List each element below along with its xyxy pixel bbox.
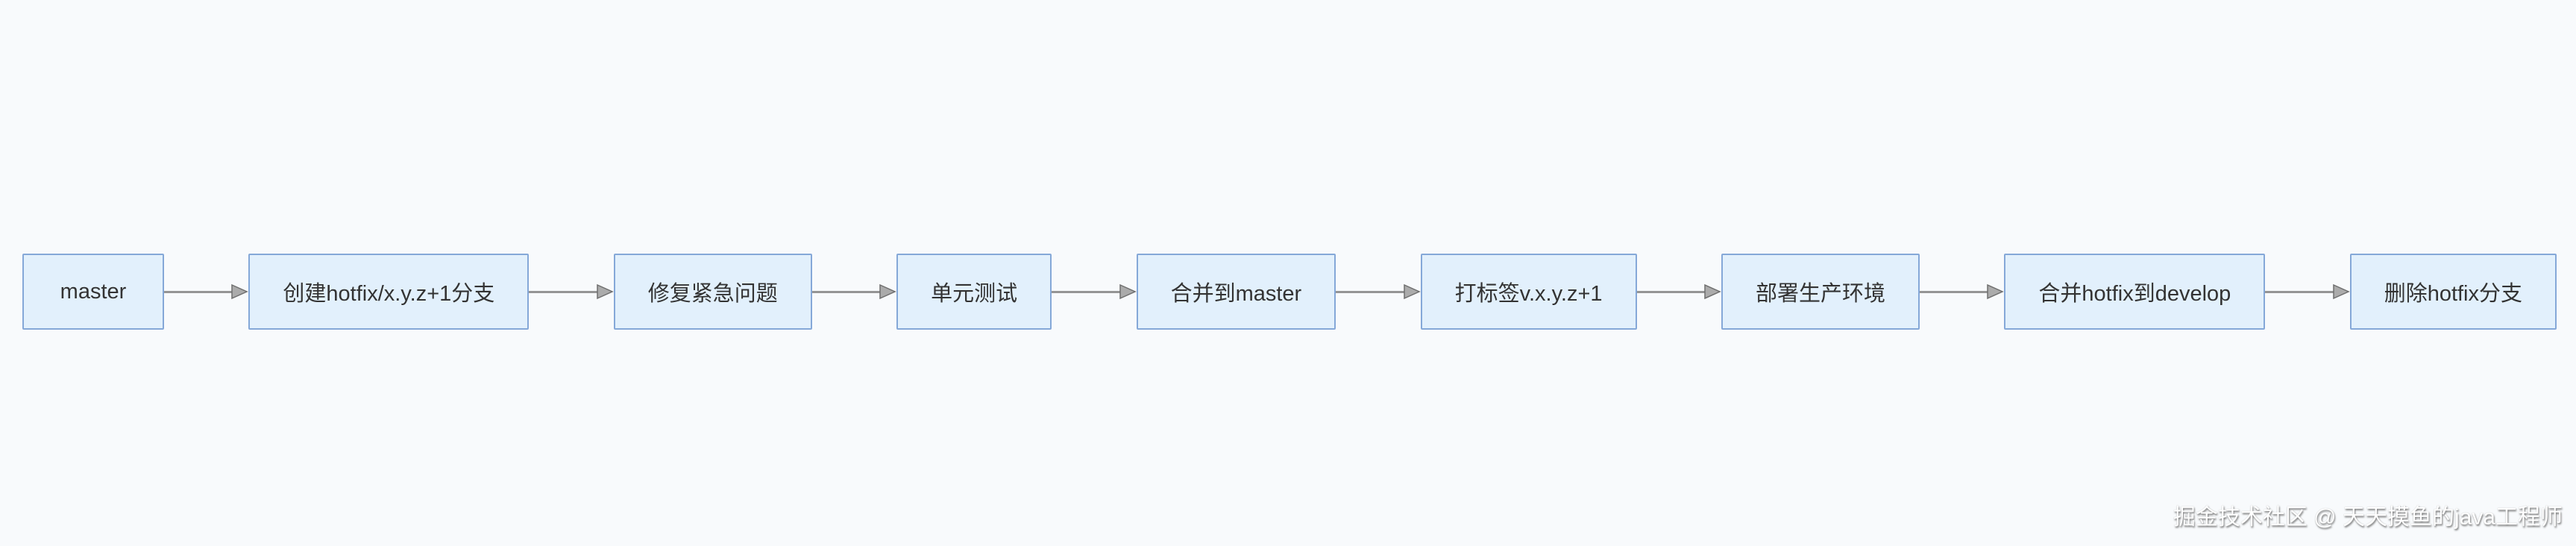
- arrow-shaft: [1336, 290, 1404, 293]
- flow-arrow: [1052, 254, 1137, 330]
- flow-node: master: [22, 254, 164, 330]
- arrowhead-icon: [231, 283, 249, 300]
- flow-node: 单元测试: [896, 254, 1052, 330]
- flow-node: 打标签v.x.y.z+1: [1420, 254, 1637, 330]
- flow-arrow: [1919, 254, 2005, 330]
- flow-node: 创建hotfix/x.y.z+1分支: [248, 254, 530, 330]
- arrow-shaft: [164, 290, 233, 293]
- flow-node: 合并到master: [1136, 254, 1336, 330]
- flow-node-label: 合并到master: [1170, 282, 1302, 306]
- arrow-shaft: [1919, 290, 1988, 293]
- flow-node-label: 打标签v.x.y.z+1: [1454, 282, 1603, 306]
- flow-node-label: 合并hotfix到develop: [2038, 282, 2231, 306]
- arrowhead-icon: [1403, 283, 1421, 300]
- arrowhead-icon: [1987, 283, 2005, 300]
- arrow-shaft: [1636, 290, 1705, 293]
- arrowhead-icon: [596, 283, 614, 300]
- arrowhead-icon: [879, 283, 896, 300]
- flow-node-label: 修复紧急问题: [647, 282, 778, 306]
- arrowhead-icon: [2332, 283, 2350, 300]
- flow-arrow: [1336, 254, 1421, 330]
- flow-arrow: [164, 254, 249, 330]
- flow-node: 修复紧急问题: [613, 254, 812, 330]
- flow-node-label: 单元测试: [931, 282, 1018, 306]
- arrow-shaft: [2265, 290, 2334, 293]
- flow-arrow: [811, 254, 896, 330]
- flow-node: 部署生产环境: [1721, 254, 1920, 330]
- watermark: 掘金技术社区 @ 天天摸鱼的java工程师: [2173, 505, 2563, 530]
- flow-node-label: 删除hotfix分支: [2384, 282, 2523, 306]
- flow-arrow: [1636, 254, 1721, 330]
- flow-arrow: [529, 254, 614, 330]
- flowchart: master 创建hotfix/x.y.z+1分支 修复紧急问题 单元测试 合并: [22, 254, 2557, 330]
- flow-node: 合并hotfix到develop: [2004, 254, 2266, 330]
- flow-node-label: 创建hotfix/x.y.z+1分支: [283, 282, 495, 306]
- arrow-shaft: [1052, 290, 1120, 293]
- flow-node: 删除hotfix分支: [2349, 254, 2557, 330]
- arrow-shaft: [529, 290, 597, 293]
- arrowhead-icon: [1704, 283, 1721, 300]
- arrow-shaft: [811, 290, 881, 293]
- arrowhead-icon: [1119, 283, 1137, 300]
- flow-node-label: 部署生产环境: [1755, 282, 1885, 306]
- flow-node-label: master: [60, 279, 127, 304]
- flow-arrow: [2265, 254, 2350, 330]
